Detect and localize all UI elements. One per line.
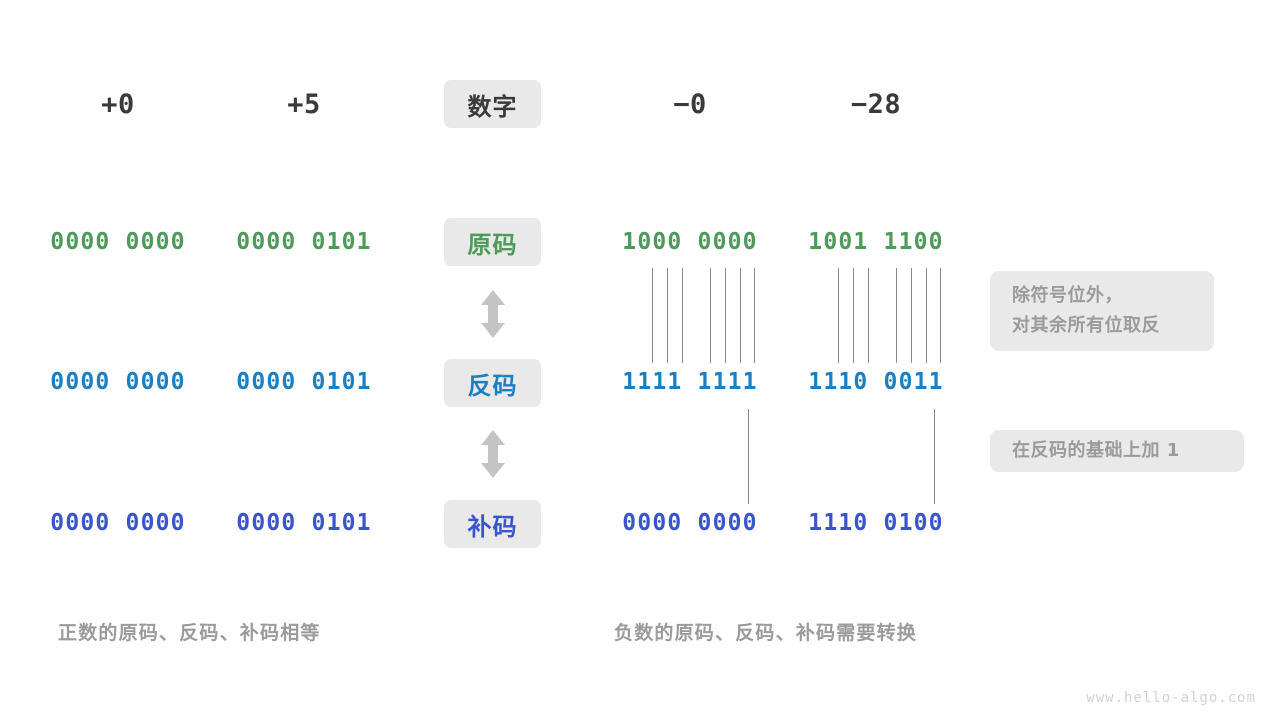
sign-magnitude-plus-zero: 0000 0000: [50, 229, 186, 255]
sign-magnitude-minus-twentyeight: 1001 1100: [808, 229, 944, 255]
note-line-1: 除符号位外，: [1012, 285, 1123, 306]
ones-complement-plus-zero: 0000 0000: [50, 369, 186, 395]
sign-magnitude-plus-five: 0000 0101: [236, 229, 372, 255]
header-row-label-badge: 数字: [444, 80, 541, 128]
connector-line: [725, 268, 726, 363]
header-value-plus-five: +5: [287, 88, 321, 120]
header-value-minus-zero: −0: [673, 88, 707, 120]
double-arrow-icon-sign-to-ones: [476, 289, 510, 339]
connector-line: [710, 268, 711, 363]
header-value-plus-zero: +0: [101, 88, 135, 120]
note-line-2: 对其余所有位取反: [1012, 315, 1160, 336]
connector-line: [940, 268, 941, 363]
connector-line: [748, 409, 749, 504]
note-invert-non-sign-bits: 除符号位外， 对其余所有位取反: [990, 271, 1214, 351]
row-label-badge-twos-complement: 补码: [444, 500, 541, 548]
connector-line: [853, 268, 854, 363]
connector-line: [926, 268, 927, 363]
watermark: www.hello-algo.com: [1086, 690, 1256, 706]
connector-line: [682, 268, 683, 363]
note-line-1: 在反码的基础上加 1: [1012, 440, 1180, 461]
double-arrow-icon-ones-to-twos: [476, 429, 510, 479]
connector-line: [911, 268, 912, 363]
row-label-badge-ones-complement: 反码: [444, 359, 541, 407]
connector-line: [934, 409, 935, 504]
ones-complement-minus-twentyeight: 1110 0011: [808, 369, 944, 395]
ones-complement-minus-zero: 1111 1111: [622, 369, 758, 395]
twos-complement-minus-zero: 0000 0000: [622, 510, 758, 536]
twos-complement-plus-five: 0000 0101: [236, 510, 372, 536]
connector-line: [896, 268, 897, 363]
twos-complement-plus-zero: 0000 0000: [50, 510, 186, 536]
caption-negative: 负数的原码、反码、补码需要转换: [614, 622, 918, 644]
connector-line: [667, 268, 668, 363]
connector-line: [740, 268, 741, 363]
row-label-badge-sign-magnitude: 原码: [444, 218, 541, 266]
connector-line: [754, 268, 755, 363]
twos-complement-minus-twentyeight: 1110 0100: [808, 510, 944, 536]
note-add-one-to-ones-complement: 在反码的基础上加 1: [990, 430, 1244, 472]
sign-magnitude-minus-zero: 1000 0000: [622, 229, 758, 255]
ones-complement-plus-five: 0000 0101: [236, 369, 372, 395]
caption-positive: 正数的原码、反码、补码相等: [58, 622, 321, 644]
connector-line: [868, 268, 869, 363]
header-value-minus-twentyeight: −28: [850, 88, 902, 120]
connector-line: [838, 268, 839, 363]
connector-line: [652, 268, 653, 363]
